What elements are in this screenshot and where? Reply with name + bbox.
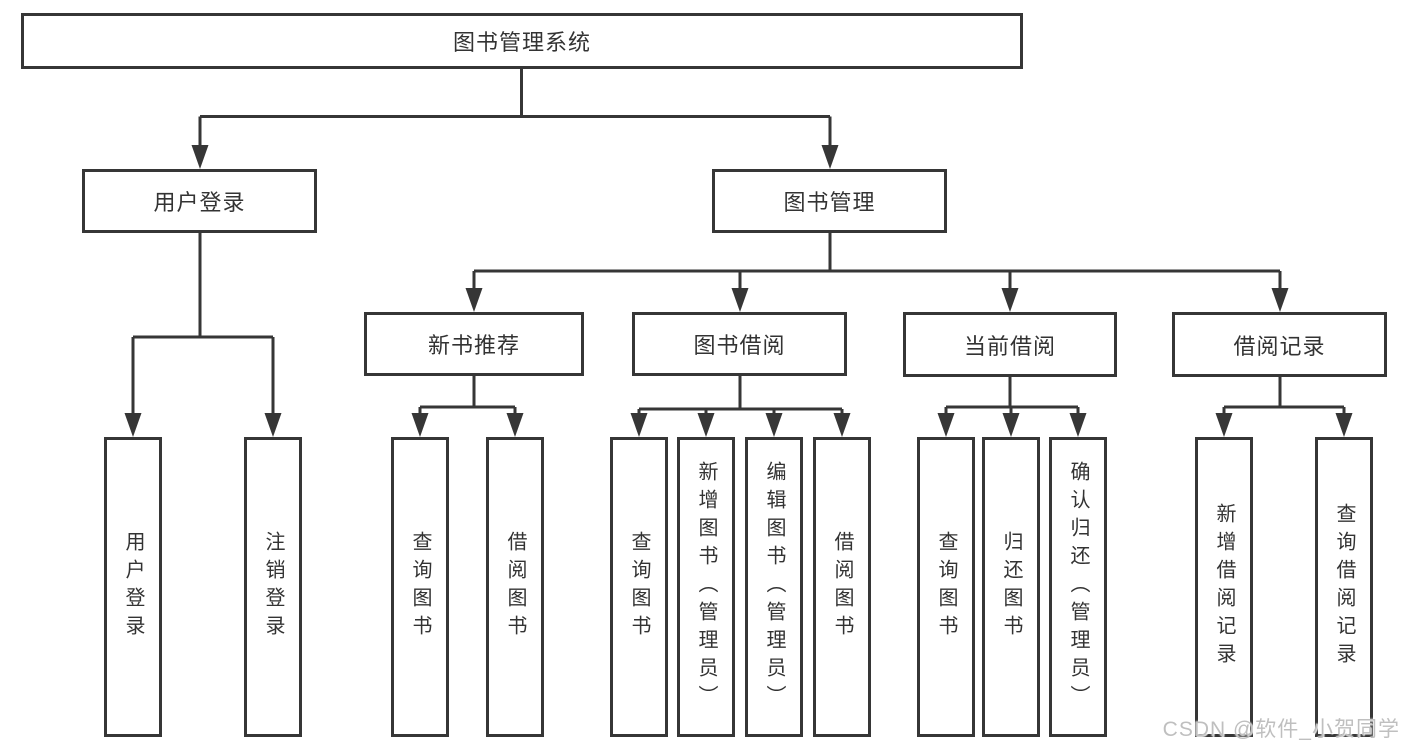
connector-book-borrow-children <box>637 376 844 414</box>
connector-lines <box>131 69 1346 414</box>
connector-book-management-children <box>472 233 1282 290</box>
connector-root-to-level2 <box>198 69 832 146</box>
leaf-confirm-return-admin: 确认归还（管理员） <box>1049 437 1107 737</box>
leaf-logout: 注销登录 <box>244 437 302 737</box>
node-current-borrowing: 当前借阅 <box>903 312 1117 377</box>
connector-borrow-record-children <box>1222 377 1346 414</box>
arrow-down-icon <box>465 288 483 312</box>
leaf-label: 用户登录 <box>122 531 144 643</box>
arrow-down-icon <box>630 413 648 437</box>
leaf-label: 借阅图书 <box>831 531 853 643</box>
node-label: 新书推荐 <box>427 333 520 358</box>
arrowheads <box>124 145 1353 437</box>
node-label: 图书管理系统 <box>452 30 591 55</box>
leaf-query-books-current: 查询图书 <box>917 437 975 737</box>
arrow-down-icon <box>731 288 749 312</box>
node-label: 借阅记录 <box>1233 333 1326 359</box>
leaf-borrow-books-recommend: 借阅图书 <box>486 437 544 737</box>
arrow-down-icon <box>124 413 142 437</box>
arrow-down-icon <box>1335 413 1353 437</box>
node-user-login: 用户登录 <box>82 169 317 233</box>
arrow-down-icon <box>937 413 955 437</box>
leaf-label: 查询借阅记录 <box>1333 503 1355 671</box>
node-label: 用户登录 <box>153 190 246 215</box>
leaf-label: 新增图书（管理员） <box>695 461 717 713</box>
leaf-query-borrow-record: 查询借阅记录 <box>1315 437 1373 737</box>
connector-current-borrow-children <box>944 377 1080 414</box>
leaf-label: 注销登录 <box>262 531 284 643</box>
leaf-label: 新增借阅记录 <box>1213 503 1235 671</box>
arrow-down-icon <box>1002 413 1020 437</box>
arrow-down-icon <box>821 145 839 169</box>
node-new-book-recommend: 新书推荐 <box>364 312 584 376</box>
arrow-down-icon <box>765 413 783 437</box>
leaf-label: 查询图书 <box>409 531 431 643</box>
node-borrow-records: 借阅记录 <box>1172 312 1387 377</box>
leaf-edit-book-admin: 编辑图书（管理员） <box>745 437 803 737</box>
arrow-down-icon <box>697 413 715 437</box>
leaf-borrow-books: 借阅图书 <box>813 437 871 737</box>
arrow-down-icon <box>264 413 282 437</box>
node-label: 图书管理 <box>783 190 876 215</box>
node-label: 图书借阅 <box>693 333 786 358</box>
arrow-down-icon <box>1215 413 1233 437</box>
arrow-down-icon <box>833 413 851 437</box>
node-label: 当前借阅 <box>963 333 1056 359</box>
node-library-management-system: 图书管理系统 <box>21 13 1023 69</box>
leaf-add-borrow-record: 新增借阅记录 <box>1195 437 1253 737</box>
arrow-down-icon <box>191 145 209 169</box>
leaf-user-login: 用户登录 <box>104 437 162 737</box>
arrow-down-icon <box>1001 288 1019 312</box>
csdn-watermark: CSDN @软件_小贺同学 <box>1162 718 1400 741</box>
leaf-add-book-admin: 新增图书（管理员） <box>677 437 735 737</box>
arrow-down-icon <box>411 413 429 437</box>
leaf-label: 查询图书 <box>628 531 650 643</box>
leaf-label: 编辑图书（管理员） <box>763 461 785 713</box>
connector-new-book-children <box>418 376 517 414</box>
node-book-management: 图书管理 <box>712 169 947 233</box>
leaf-query-books-recommend: 查询图书 <box>391 437 449 737</box>
leaf-label: 确认归还（管理员） <box>1067 461 1089 713</box>
connector-user-login-children <box>131 233 275 414</box>
leaf-return-book: 归还图书 <box>982 437 1040 737</box>
leaf-label: 归还图书 <box>1000 531 1022 643</box>
node-book-borrowing: 图书借阅 <box>632 312 847 376</box>
leaf-label: 查询图书 <box>935 531 957 643</box>
arrow-down-icon <box>1271 288 1289 312</box>
arrow-down-icon <box>1069 413 1087 437</box>
arrow-down-icon <box>506 413 524 437</box>
leaf-query-books-borrow: 查询图书 <box>610 437 668 737</box>
leaf-label: 借阅图书 <box>504 531 526 643</box>
